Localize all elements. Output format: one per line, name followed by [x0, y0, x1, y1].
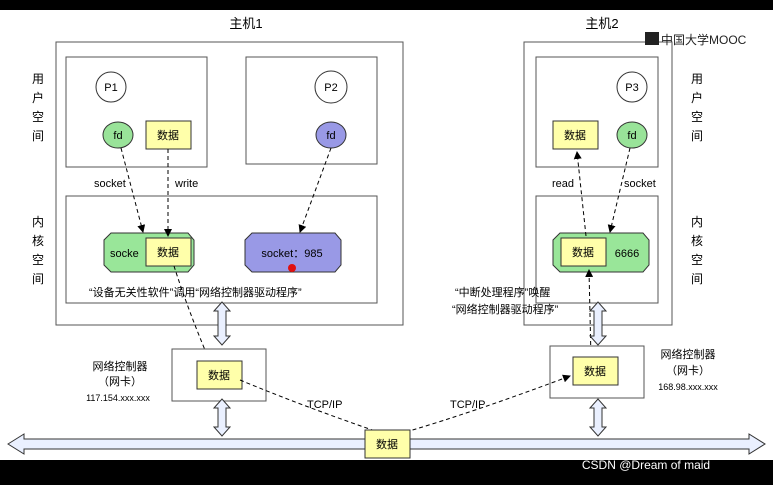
p3-label: P3 [625, 82, 638, 94]
p3-data-buffer [552, 120, 599, 150]
svg-text:空: 空 [691, 253, 703, 267]
host2-user-space-label: 用 户 空 间 [691, 72, 703, 143]
host2-kernel-note-line1: “中断处理程序”唤醒 [455, 285, 550, 299]
nic1-data-label: 数据 [208, 368, 230, 382]
svg-text:空: 空 [691, 110, 703, 124]
host2-title: 主机2 [585, 16, 618, 31]
svg-text:内: 内 [691, 215, 703, 229]
p2-fd-label: fd [326, 130, 335, 142]
svg-text:间: 间 [32, 129, 44, 143]
host1-bus-connector [212, 301, 232, 346]
p1-fd-node [102, 121, 134, 149]
p2-label: P2 [324, 82, 337, 94]
svg-text:内: 内 [32, 215, 44, 229]
csdn-credit: CSDN @Dream of maid [582, 458, 710, 472]
svg-text:核: 核 [32, 234, 44, 248]
socket2-node [244, 232, 342, 273]
socket2-label: socket：985 [261, 248, 322, 260]
read-arrow [573, 151, 587, 237]
tcpip-label-left: TCP/IP [307, 399, 342, 411]
nic2-bus-connector [588, 398, 608, 437]
socket-arrow-host2 [607, 147, 631, 233]
p1-user-space-box [65, 56, 208, 168]
mooc-logo: 中国大学MOOC [645, 32, 747, 47]
svg-text:用: 用 [32, 72, 44, 86]
host2-kernel-space-label: 内 核 空 间 [691, 215, 703, 286]
p1-label: P1 [104, 82, 117, 94]
host1-title: 主机1 [229, 16, 262, 31]
svg-text:空: 空 [32, 253, 44, 267]
host1-kernel-space-label: 内 核 空 间 [32, 215, 44, 286]
socket1-label: socke [110, 248, 139, 260]
p3-user-space-box [535, 56, 659, 168]
p1-data-buffer [145, 120, 192, 150]
socket1-data-buffer [145, 237, 192, 267]
p3-fd-label: fd [627, 130, 636, 142]
p3-data-label: 数据 [564, 128, 586, 142]
svg-text:空: 空 [32, 110, 44, 124]
nic1-data-buffer [196, 360, 243, 390]
p1-data-label: 数据 [157, 128, 179, 142]
p1-fd-label: fd [113, 130, 122, 142]
p2-user-space-box [245, 56, 378, 165]
svg-text:户: 户 [32, 90, 44, 105]
host1-user-space-label: 用 户 空 间 [32, 72, 44, 143]
p3-fd-node [616, 121, 648, 149]
red-dot-marker [288, 264, 296, 272]
svg-text:户: 户 [691, 90, 703, 105]
host2-kernel-note-line2: “网络控制器驱动程序” [452, 302, 559, 316]
socket-arrow-host2-label: socket [624, 178, 656, 190]
nic2-data-buffer [572, 356, 619, 386]
nic2-title: 网络控制器 [661, 347, 716, 361]
svg-text:间: 间 [691, 129, 703, 143]
p2-process-circle [314, 70, 348, 104]
nic2-data-label: 数据 [584, 364, 606, 378]
packet-on-bus-label: 数据 [376, 437, 398, 451]
write-arrow-label: write [174, 178, 198, 190]
nic1-subtitle: （网卡） [98, 375, 142, 388]
svg-text:核: 核 [691, 234, 703, 248]
read-arrow-label: read [552, 178, 574, 190]
svg-text:用: 用 [691, 72, 703, 86]
socket3-label: 6666 [615, 248, 639, 260]
svg-text:间: 间 [32, 272, 44, 286]
nic1-ip: 117.154.xxx.xxx [86, 393, 150, 403]
host2-bus-connector [588, 301, 608, 346]
nic1-bus-connector [212, 398, 232, 437]
socket-arrow-p2 [298, 147, 332, 233]
p3-process-circle [616, 71, 648, 103]
nic2-subtitle: （网卡） [666, 364, 710, 377]
tcpip-label-right: TCP/IP [450, 399, 485, 411]
socket3-data-label: 数据 [572, 245, 594, 259]
svg-text:间: 间 [691, 272, 703, 286]
p1-process-circle [95, 71, 127, 103]
socket-arrow-host1 [120, 147, 146, 233]
packet-on-bus [364, 429, 411, 459]
socket1-data-label: 数据 [157, 245, 179, 259]
nic2-ip: 168.98.xxx.xxx [658, 382, 718, 392]
socket-arrow-host1-label: socket [94, 178, 126, 190]
host1-kernel-note: “设备无关性软件”调用“网络控制器驱动程序” [89, 285, 302, 299]
socket3-data-buffer [560, 237, 607, 267]
mooc-logo-text: 中国大学MOOC [661, 32, 747, 47]
nic-to-host2-arrow [585, 269, 594, 360]
nic1-title: 网络控制器 [93, 359, 148, 373]
tcpip-path-left [239, 379, 379, 433]
